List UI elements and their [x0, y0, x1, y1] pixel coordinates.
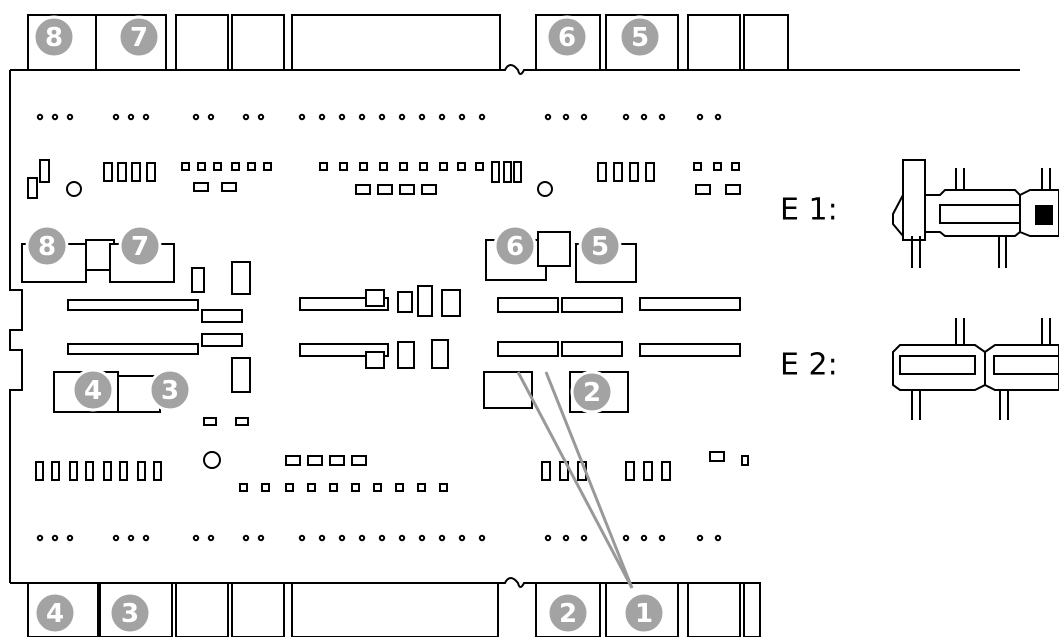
callout-circle — [108, 591, 152, 635]
via-row-bottom — [36, 534, 722, 542]
callout-board-lower-3: 3 — [148, 368, 192, 412]
callout-circle — [148, 368, 192, 412]
callout-number: 7 — [130, 23, 148, 53]
callout-top-connectors-6: 6 — [545, 15, 589, 59]
via-row-top — [36, 113, 722, 121]
callout-number: 5 — [591, 232, 609, 262]
callout-number: 3 — [121, 599, 139, 629]
callout-top-connectors-7: 7 — [117, 15, 161, 59]
callout-number: 1 — [635, 599, 653, 629]
upper-components — [27, 159, 741, 199]
jumper-legend: E 1: E 2: — [780, 159, 1059, 420]
lower-components — [35, 417, 749, 492]
callout-number: 2 — [559, 599, 577, 629]
callout-circle — [25, 224, 69, 268]
callout-number: 5 — [631, 23, 649, 53]
callout-bottom-connectors-3: 3 — [108, 591, 152, 635]
callout-circle — [493, 224, 537, 268]
callout-bottom-connectors-4: 4 — [33, 591, 77, 635]
callout-board-upper-8: 8 — [25, 224, 69, 268]
callout-number: 2 — [583, 378, 601, 408]
callout-top-connectors-8: 8 — [32, 15, 76, 59]
callout-bottom-connectors-1: 1 — [622, 591, 666, 635]
callout-bottom-connectors-2: 2 — [546, 591, 590, 635]
callout-circle — [578, 224, 622, 268]
callout-badges: 8 7 6 5 8 7 6 5 4 3 2 4 3 2 1 — [25, 15, 666, 635]
callout-number: 8 — [38, 232, 56, 262]
callout-circle — [545, 15, 589, 59]
callout-circle — [618, 15, 662, 59]
callout-number: 6 — [558, 23, 576, 53]
callout-board-lower-4: 4 — [71, 368, 115, 412]
pcb-board — [9, 64, 1020, 588]
callout-number: 4 — [46, 599, 64, 629]
pin-headers — [67, 285, 741, 369]
jumper-e1-label: E 1: — [780, 193, 838, 228]
callout-board-upper-5: 5 — [578, 224, 622, 268]
callout-circle — [71, 368, 115, 412]
callout-number: 4 — [84, 376, 102, 406]
callout-circle — [32, 15, 76, 59]
jumper-e2-symbol — [892, 318, 1059, 420]
callout-circle — [117, 15, 161, 59]
callout-circle — [546, 591, 590, 635]
callout-board-upper-7: 7 — [118, 224, 162, 268]
callout-circle — [622, 591, 666, 635]
callout-circle — [118, 224, 162, 268]
callout-board-upper-6: 6 — [493, 224, 537, 268]
board-connectors — [21, 231, 637, 413]
jumper-e2-label: E 2: — [780, 348, 838, 383]
callout-board-lower-2: 2 — [570, 370, 614, 414]
callout-number: 6 — [506, 232, 524, 262]
callout-circle — [33, 591, 77, 635]
callout-circle — [570, 370, 614, 414]
callout-number: 3 — [161, 376, 179, 406]
leader-lines — [516, 371, 634, 589]
callout-top-connectors-5: 5 — [618, 15, 662, 59]
leader-callout-2 — [544, 371, 634, 589]
callout-number: 7 — [131, 232, 149, 262]
callout-number: 8 — [45, 23, 63, 53]
jumper-e1-symbol — [892, 159, 1059, 268]
leader-callout-1 — [516, 371, 634, 589]
